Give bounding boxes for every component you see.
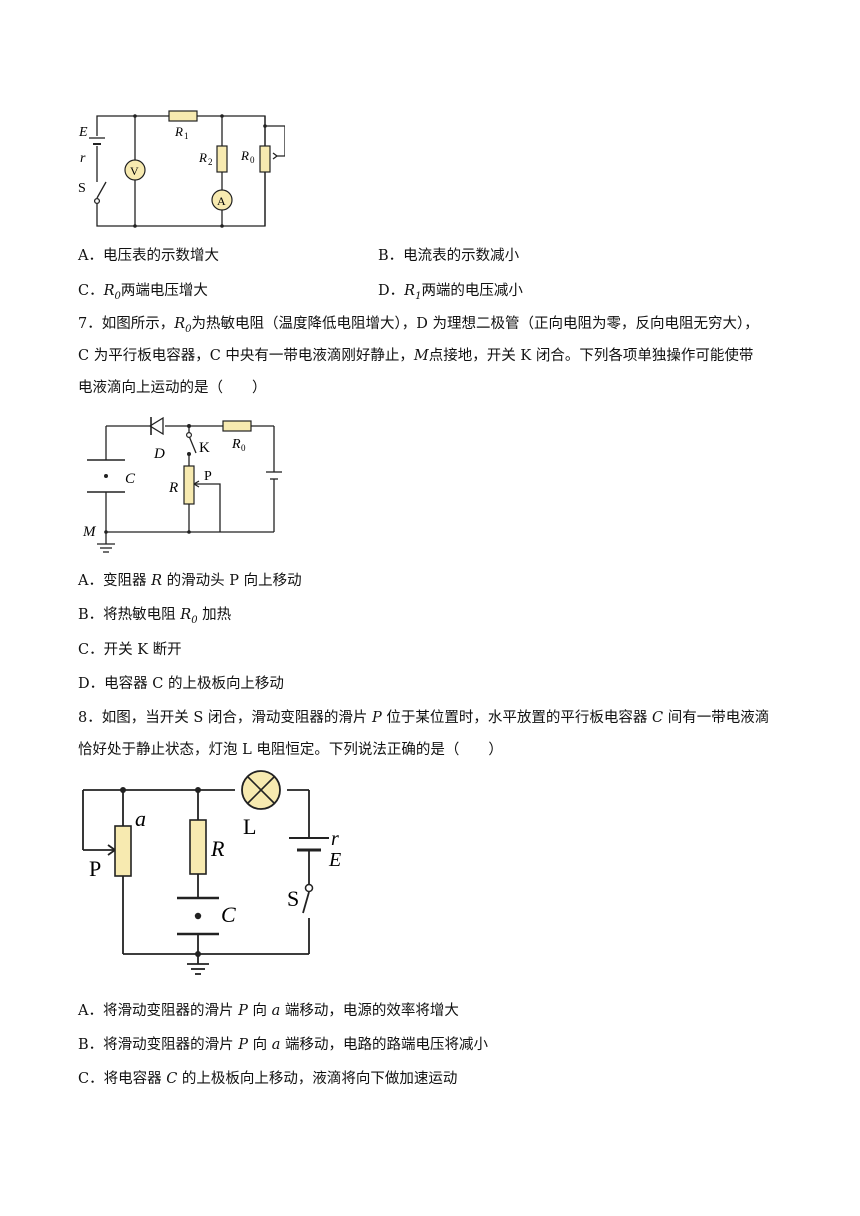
q7-label-p: P bbox=[204, 469, 212, 484]
q7-label-c: C bbox=[125, 471, 136, 487]
q7-option-b: B．将热敏电阻 R0 加热 bbox=[78, 607, 232, 626]
q7-option-d: D．电容器 C 的上极板向上移动 bbox=[78, 676, 284, 692]
q7-label-d: D bbox=[153, 446, 165, 462]
q8-option-a: A．将滑动变阻器的滑片 P 向 a 端移动，电源的效率将增大 bbox=[78, 1003, 459, 1019]
q6-option-a: A．电压表的示数增大 bbox=[78, 248, 219, 264]
q8-circuit-figure: a R L r E P S C bbox=[82, 770, 341, 975]
q8-stem-line-2: 恰好处于静止状态，灯泡 L 电阻恒定。下列说法正确的是（ ） bbox=[78, 742, 503, 758]
q7-option-a: A．变阻器 R 的滑动头 P 向上移动 bbox=[78, 573, 302, 589]
q7-label-r0-sub: 0 bbox=[241, 443, 246, 453]
q6-label-v: V bbox=[130, 164, 139, 178]
q8-option-b: B．将滑动变阻器的滑片 P 向 a 端移动，电路的路端电压将减小 bbox=[78, 1037, 489, 1053]
q7-label-r0: R bbox=[231, 437, 241, 452]
q7-stem-line-1: 7．如图所示，R0为热敏电阻（温度降低电阻增大），D 为理想二极管（正向电阻为零… bbox=[78, 316, 759, 335]
q8-stem-line-1: 8．如图，当开关 S 闭合，滑动变阻器的滑片 P 位于某位置时，水平放置的平行板… bbox=[78, 710, 770, 726]
q6-label-s: S bbox=[78, 181, 86, 196]
q6-label-e: E bbox=[78, 125, 88, 140]
q7-circuit-figure: D K R 0 C R P M bbox=[82, 416, 282, 553]
q6-option-c: C．R0两端电压增大 bbox=[78, 283, 208, 302]
q8-label-r: R bbox=[210, 836, 225, 861]
q6-label-r2-sub: 2 bbox=[208, 157, 213, 167]
q6-label-r0: R bbox=[240, 148, 249, 163]
q7-label-m: M bbox=[82, 524, 97, 540]
q7-label-k: K bbox=[199, 440, 210, 456]
q8-label-c: C bbox=[221, 902, 236, 927]
q8-label-r-internal: r bbox=[331, 828, 339, 850]
q6-label-r2: R bbox=[198, 150, 207, 165]
q7-stem-line-3: 电液滴向上运动的是（ ） bbox=[78, 380, 267, 396]
q6-label-r0-sub: 0 bbox=[250, 155, 255, 165]
q6-label-r1: R bbox=[174, 124, 183, 139]
q6-option-d: D．R1两端的电压减小 bbox=[378, 283, 523, 302]
q7-stem-line-2: C 为平行板电容器，C 中央有一带电液滴刚好静止，M点接地，开关 K 闭合。下列… bbox=[78, 348, 754, 364]
q6-label-r: r bbox=[80, 151, 86, 166]
q6-circuit-figure: E r S R 1 R 2 R 0 V A bbox=[78, 110, 285, 228]
q6-label-r1-sub: 1 bbox=[184, 131, 189, 141]
q8-label-a: a bbox=[135, 806, 146, 831]
q6-option-b: B．电流表的示数减小 bbox=[378, 248, 520, 264]
q8-label-s: S bbox=[287, 886, 299, 911]
q6-label-a: A bbox=[217, 194, 226, 208]
q7-label-r: R bbox=[168, 480, 178, 496]
q8-label-p: P bbox=[89, 856, 101, 881]
q8-label-l: L bbox=[243, 814, 256, 839]
q8-label-e: E bbox=[328, 849, 341, 871]
q8-option-c: C．将电容器 C 的上极板向上移动，液滴将向下做加速运动 bbox=[78, 1071, 458, 1087]
q7-option-c: C．开关 K 断开 bbox=[78, 642, 182, 658]
